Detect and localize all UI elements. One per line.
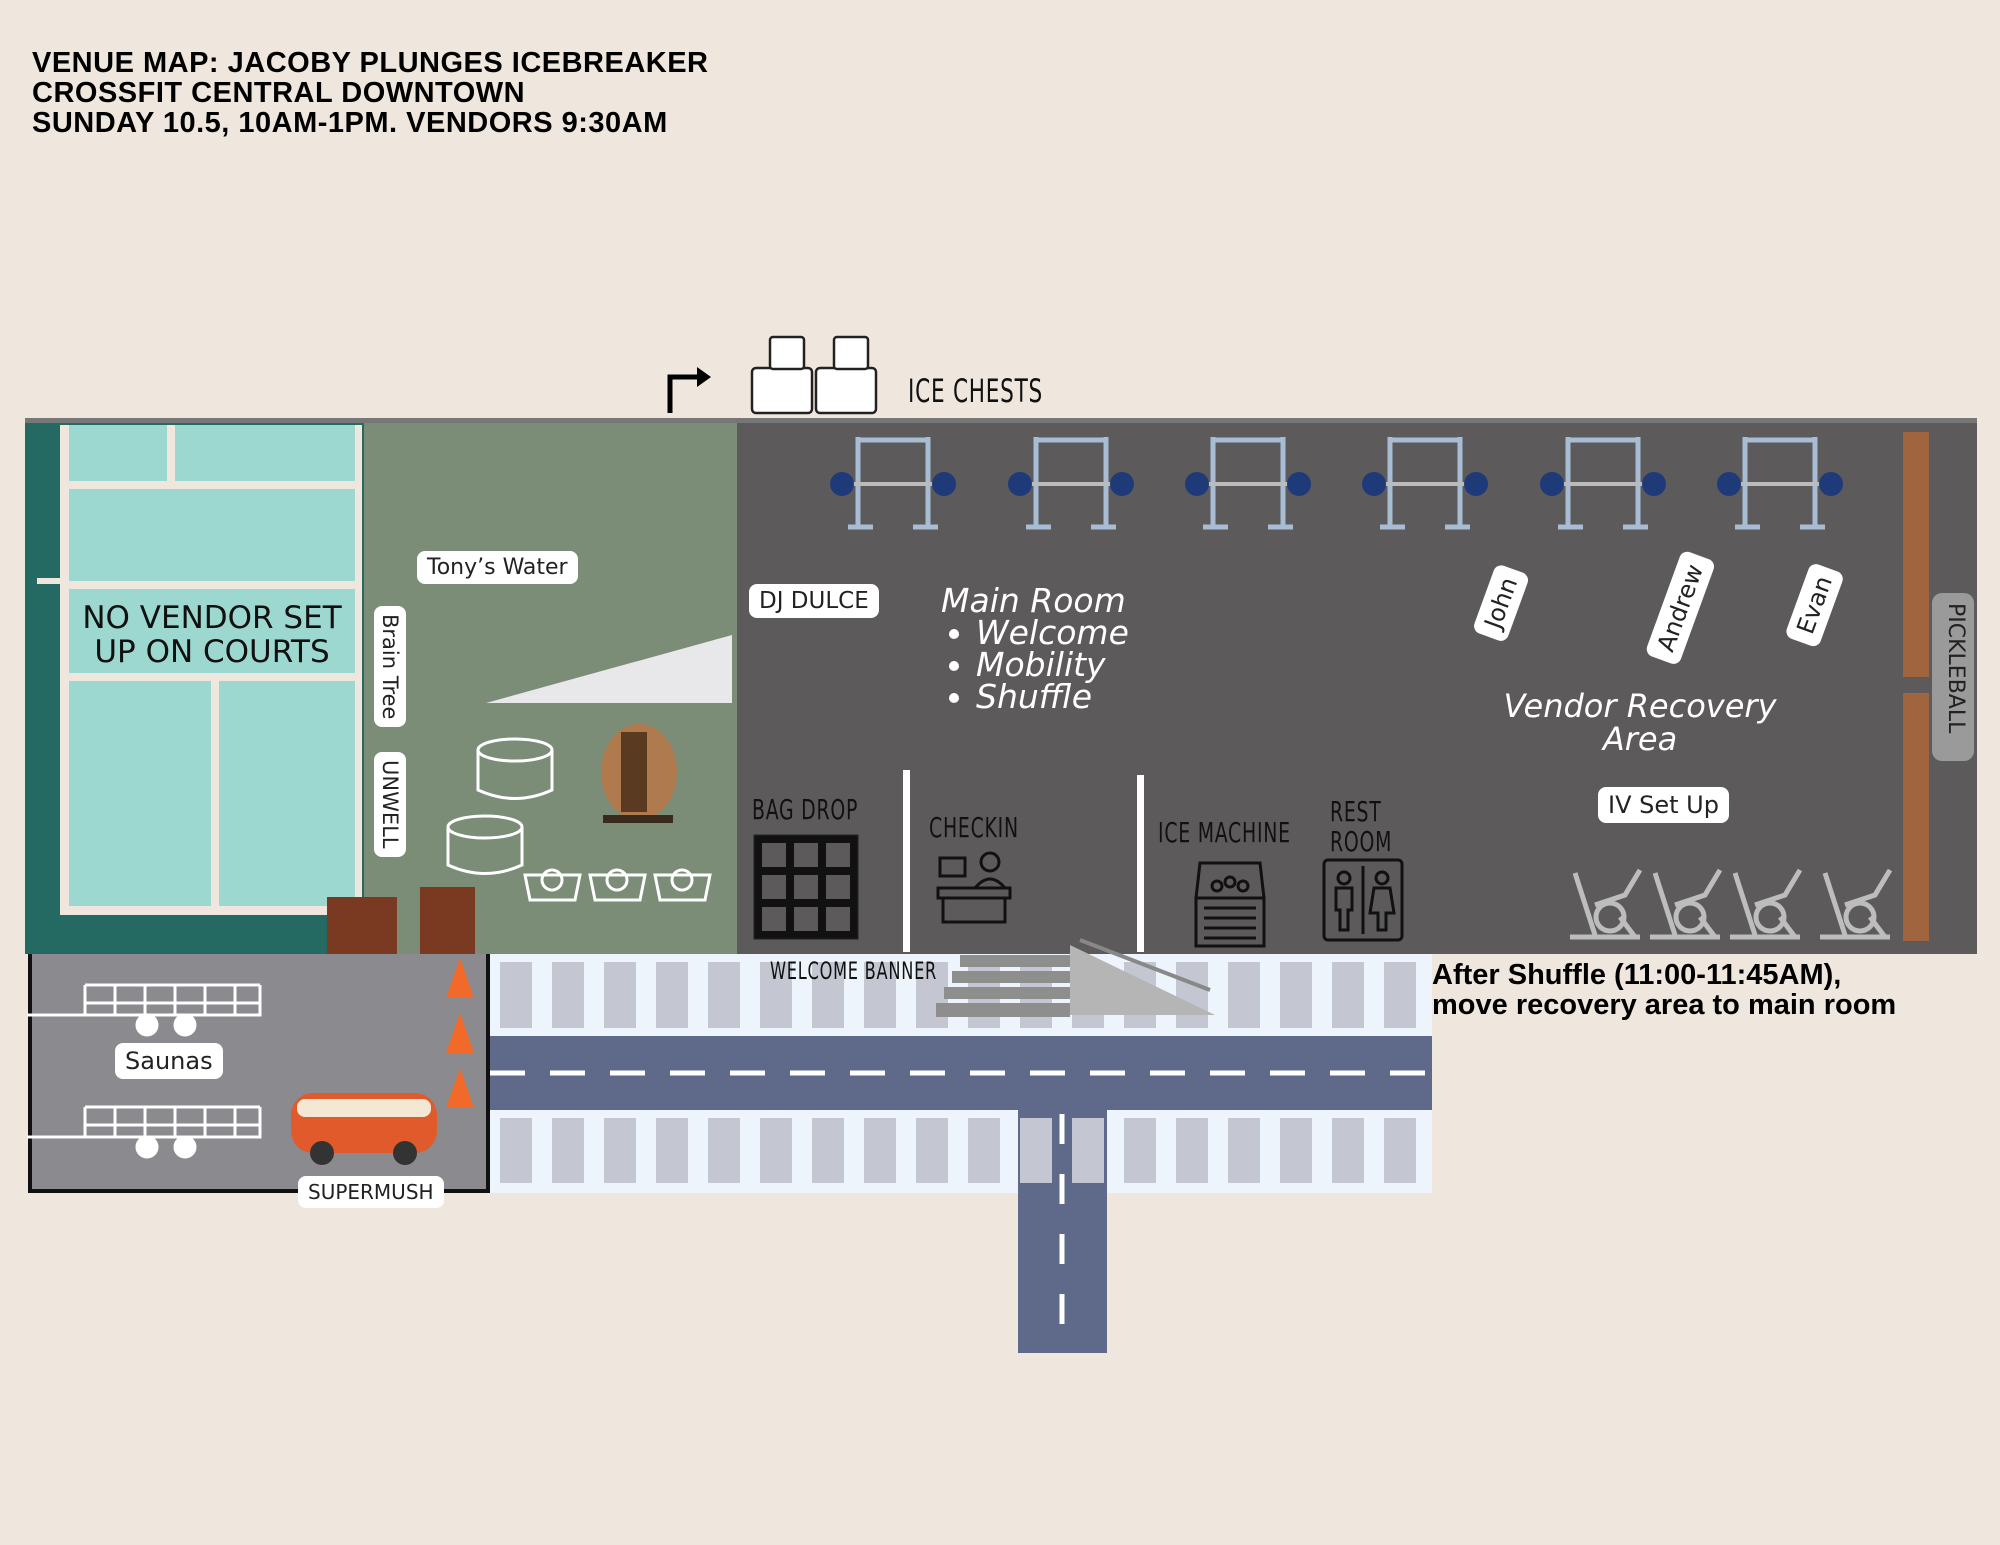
bag-drop-label: BAG DROP (752, 793, 859, 826)
note-line: move recovery area to main room (1432, 989, 1897, 1021)
rest-line: ROOM (1330, 825, 1393, 858)
crosswalk-stripe (1020, 1118, 1052, 1183)
divider-wall (903, 770, 910, 952)
barrel-sauna-icon (601, 724, 677, 823)
fence-icon (327, 887, 475, 955)
street (490, 954, 1432, 1353)
squat-rack-icon (1362, 437, 1488, 530)
crosswalk-stripe (604, 1118, 636, 1183)
crosswalk-stripe (1124, 1118, 1156, 1183)
crosswalk-stripe (1280, 962, 1312, 1028)
saunas-label: Saunas (115, 1043, 223, 1079)
rest-room-label: REST ROOM (1330, 797, 1392, 857)
crosswalk-stripe (604, 962, 636, 1028)
crosswalk-stripe (1176, 1118, 1208, 1183)
note-line: After Shuffle (11:00-11:45AM), (1432, 959, 1842, 991)
crosswalk-stripe (552, 1118, 584, 1183)
crosswalk-stripe (708, 962, 740, 1028)
crosswalk-stripe (864, 962, 896, 1028)
list-item: Mobility (976, 648, 1129, 681)
crosswalk-stripe (1176, 962, 1208, 1028)
crosswalk-stripe (1228, 1118, 1260, 1183)
welcome-banner-label: WELCOME BANNER (770, 957, 938, 985)
crosswalk-stripe (1384, 1118, 1416, 1183)
main-room-text: Main Room Welcome Mobility Shuffle (941, 581, 1129, 713)
crosswalk-stripe (1332, 962, 1364, 1028)
notice-line: NO VENDOR SET (82, 600, 342, 636)
recovery-line: Vendor Recovery (1503, 687, 1777, 725)
ice-chests-label: ICE CHESTS (908, 372, 1044, 410)
squat-rack-icon (830, 437, 956, 530)
title-line: VENUE MAP: JACOBY PLUNGES ICEBREAKER (32, 47, 709, 79)
squat-rack-icon (1008, 437, 1134, 530)
crosswalk-stripe (968, 1118, 1000, 1183)
crosswalk-stripe (552, 962, 584, 1028)
title-line: CROSSFIT CENTRAL DOWNTOWN (32, 77, 526, 109)
list-item: Shuffle (976, 680, 1129, 713)
supermush-van-icon (291, 1093, 437, 1165)
pickleball-wall (1903, 693, 1929, 941)
crosswalk-stripe (1228, 962, 1260, 1028)
pickleball-wall (1903, 432, 1929, 677)
ice-machine-label: ICE MACHINE (1158, 816, 1291, 849)
list-item: Welcome (976, 616, 1129, 649)
ice-chest-icon (750, 335, 878, 415)
dj-dulce-label: DJ DULCE (749, 584, 879, 618)
squat-rack-icon (1540, 437, 1666, 530)
traffic-cones-icon (446, 958, 474, 1108)
map-title: VENUE MAP: JACOBY PLUNGES ICEBREAKER CRO… (32, 48, 709, 138)
exercise-bike-icon (1730, 868, 1803, 940)
recovery-line: Area (1602, 720, 1678, 758)
exercise-bike-icon (1650, 868, 1723, 940)
lockers-icon (753, 834, 859, 940)
crosswalk-stripe (864, 1118, 896, 1183)
iv-setup-label: IV Set Up (1598, 787, 1729, 823)
crosswalk-stripe (1384, 962, 1416, 1028)
exercise-bike-icon (1570, 868, 1643, 940)
crosswalk-stripe (708, 1118, 740, 1183)
checkin-desk-icon (936, 851, 1012, 924)
crosswalk-stripe (812, 1118, 844, 1183)
turn-arrow-icon (667, 367, 711, 413)
crosswalk-stripe (500, 1118, 532, 1183)
checkin-label: CHECKIN (929, 811, 1019, 844)
main-room-title: Main Room (941, 581, 1126, 620)
cold-plunge-tubs-icon (446, 737, 712, 902)
crosswalk-stripe (760, 1118, 792, 1183)
shuffle-note: After Shuffle (11:00-11:45AM), move reco… (1432, 960, 1896, 1020)
crosswalk-stripe (656, 962, 688, 1028)
crosswalk-stripe (500, 962, 532, 1028)
supermush-label: SUPERMUSH (298, 1176, 444, 1208)
main-room-list: Welcome Mobility Shuffle (956, 616, 1129, 713)
crosswalk-stripe (916, 1118, 948, 1183)
rest-line: REST (1330, 795, 1382, 828)
crosswalk-stripe (760, 962, 792, 1028)
exercise-bike-icon (1820, 868, 1893, 940)
entrance-stairs-icon (936, 938, 1215, 1017)
restroom-icon (1322, 858, 1404, 942)
crosswalk-stripe (1280, 1118, 1312, 1183)
title-line: SUNDAY 10.5, 10AM-1PM. VENDORS 9:30AM (32, 107, 668, 139)
unwell-label: UNWELL (374, 752, 406, 857)
courts-area: NO VENDOR SET UP ON COURTS (25, 423, 364, 954)
crosswalk-stripe (656, 1118, 688, 1183)
ice-machine-icon (1194, 861, 1266, 948)
notice-line: UP ON COURTS (94, 634, 330, 670)
tonys-water-label: Tony’s Water (417, 551, 578, 584)
trailer-icon (27, 983, 262, 1159)
vendor-recovery-area: Vendor Recovery Area (1480, 690, 1800, 756)
divider-wall (1137, 775, 1144, 952)
squat-rack-icon (1185, 437, 1311, 530)
stone-path (486, 635, 732, 703)
no-vendor-notice: NO VENDOR SET UP ON COURTS (69, 601, 355, 669)
squat-rack-icon (1717, 437, 1843, 530)
crosswalk-stripe (1072, 1118, 1104, 1183)
pickleball-label: PICKLEBALL (1932, 593, 1974, 761)
brain-tree-label: Brain Tree (374, 606, 406, 728)
crosswalk-stripe (1332, 1118, 1364, 1183)
crosswalk-stripe (812, 962, 844, 1028)
